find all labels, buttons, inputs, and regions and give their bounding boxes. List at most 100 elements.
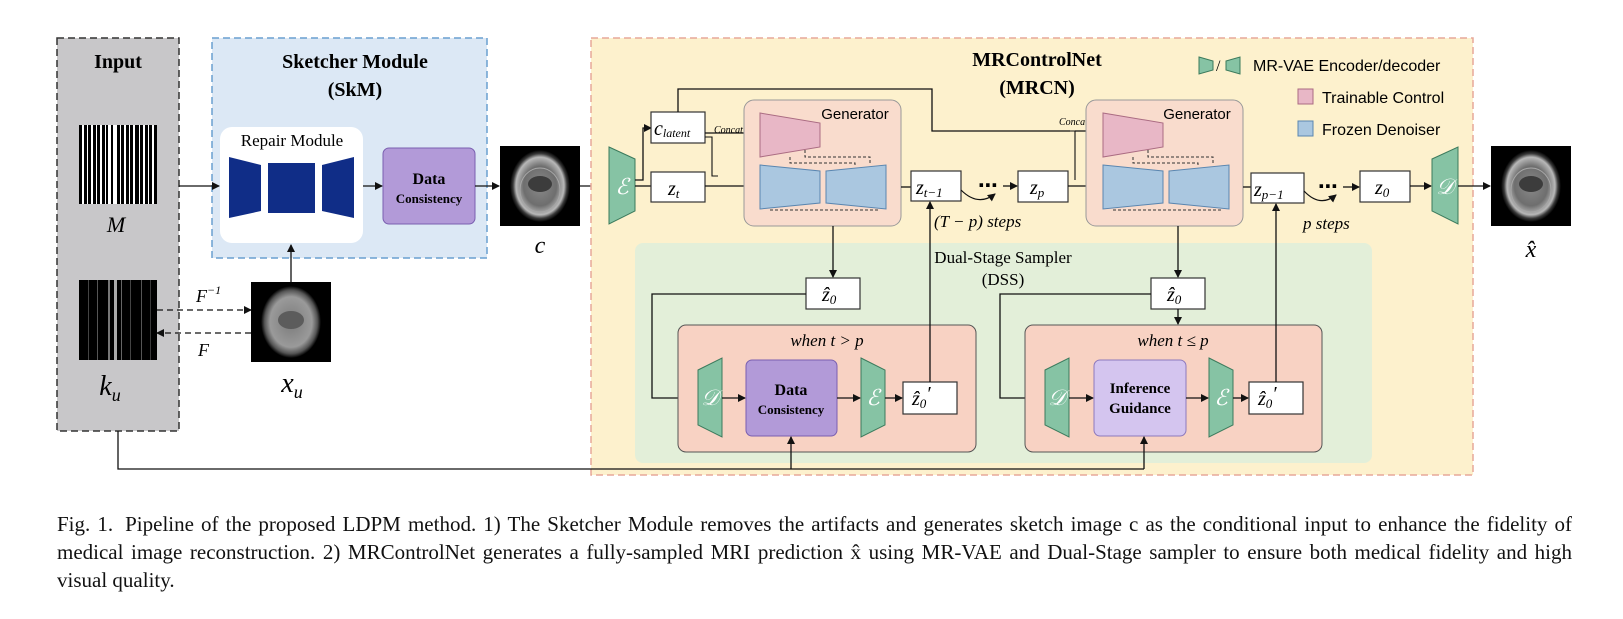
undersampled-image — [251, 282, 331, 362]
figure-caption: Fig. 1.Pipeline of the proposed LDPM met… — [57, 510, 1572, 594]
generator-2-label: Generator — [1163, 106, 1231, 123]
repair-bottleneck-shape — [268, 163, 315, 213]
z0hat1-to-stage1-arrow — [651, 293, 806, 402]
sketcher-title: Sketcher Module — [282, 51, 428, 73]
z0hat-label-2: ẑ0 — [1166, 284, 1182, 307]
stage-1-encoder-symbol: ℰ — [866, 385, 882, 410]
z0hat-prime-label-1: ẑ0′ — [911, 383, 931, 411]
legend-encoder-icon — [1198, 56, 1214, 75]
z0hat-node-1 — [805, 277, 861, 310]
concat-label-1: Concat — [714, 125, 743, 136]
z-t-label: zt — [667, 178, 680, 201]
pipeline-svg: Input M — [56, 37, 1571, 476]
s1-dc-line2: Consistency — [758, 402, 825, 417]
legend-trainable-label: Trainable Control — [1322, 90, 1444, 107]
z-0-node — [1359, 170, 1411, 203]
repair-decoder-shape — [322, 157, 354, 218]
z-0-label: z0 — [1374, 177, 1390, 200]
stage-1-decoder — [697, 357, 723, 438]
mask-label: M — [106, 212, 127, 237]
ig-line2: Guidance — [1109, 401, 1171, 417]
z-t1-label: zt−1 — [915, 177, 943, 200]
main-encoder — [608, 146, 636, 225]
z-p1-node — [1250, 172, 1305, 204]
gen2-frozen-dec — [1168, 164, 1230, 210]
steps-curve-2 — [1303, 190, 1337, 203]
clatent-route-line — [677, 88, 1070, 132]
z-p-label: zp — [1029, 177, 1045, 200]
z0hat-node-2 — [1150, 277, 1206, 310]
c-label: c — [535, 233, 546, 259]
z-p1-label: zp−1 — [1253, 179, 1284, 202]
dots-2: ⋯ — [1318, 174, 1338, 198]
kspace-label: ku — [99, 371, 120, 405]
dss-abbr: (DSS) — [982, 270, 1025, 289]
input-panel-bg — [56, 37, 180, 432]
gen1-frozen-enc — [759, 164, 821, 210]
c-latent-node — [650, 111, 706, 144]
ig-line1: Inference — [1110, 381, 1171, 397]
legend-slash: / — [1216, 58, 1221, 75]
mrcn-abbr: (MRCN) — [999, 77, 1075, 99]
gen1-trainable — [759, 112, 821, 158]
main-decoder-symbol: 𝒟 — [1436, 174, 1458, 199]
pipeline-diagram: Input M — [56, 37, 1571, 476]
legend-trainable-swatch — [1297, 88, 1314, 105]
stage-1-encoder — [860, 357, 886, 438]
s1-dc-line1: Data — [775, 382, 808, 399]
t-p-steps-label: (T − p) steps — [934, 212, 1022, 231]
z-p-node — [1017, 170, 1069, 203]
legend: / MR-VAE Encoder/decoder Trainable Contr… — [1198, 56, 1444, 139]
gen2-frozen-enc — [1102, 164, 1164, 210]
gen1-skip-1 — [789, 157, 856, 165]
output-label: x̂ — [1525, 237, 1537, 263]
main-decoder — [1431, 146, 1459, 225]
steps-curve-1 — [960, 189, 996, 202]
skm-dc-line2: Consistency — [396, 191, 463, 206]
dual-stage-sampler: Dual-Stage Sampler (DSS) ẑ0 when t > p 𝒟… — [635, 201, 1372, 463]
input-feedback-line — [117, 431, 1144, 470]
generator-1-label: Generator — [821, 106, 889, 123]
dss-title: Dual-Stage Sampler — [934, 248, 1072, 267]
fourier-label: F — [197, 340, 210, 360]
caption-body: Pipeline of the proposed LDPM method. 1)… — [57, 512, 1573, 592]
gen2-skip-1 — [1132, 157, 1199, 165]
sketch-image-c — [500, 146, 580, 226]
xu-label: xu — [280, 368, 302, 402]
sketcher-abbr: (SkM) — [328, 79, 382, 101]
input-panel: Input M — [56, 37, 180, 432]
legend-frozen-label: Frozen Denoiser — [1322, 122, 1441, 139]
inference-guidance — [1093, 359, 1187, 437]
legend-decoder-icon — [1225, 56, 1241, 75]
stage-2-decoder — [1044, 357, 1070, 438]
gen2-trainable — [1102, 112, 1164, 158]
z0hat-prime-label-2: ẑ0′ — [1257, 383, 1277, 411]
stage-1-decoder-symbol: 𝒟 — [701, 385, 723, 410]
sketcher-module: Sketcher Module (SkM) Repair Module Data… — [211, 37, 488, 259]
stage-2-decoder-symbol: 𝒟 — [1048, 385, 1070, 410]
repair-module-label: Repair Module — [241, 131, 343, 150]
stage-2-encoder — [1208, 357, 1234, 438]
p-steps-label: p steps — [1302, 214, 1350, 233]
z0hat-prime-node-2 — [1248, 381, 1304, 415]
stage-1-condition: when t > p — [790, 331, 863, 350]
legend-frozen-swatch — [1297, 120, 1314, 137]
concat-label-2: Concat — [1059, 117, 1088, 128]
c-latent-label: clatent — [654, 118, 691, 140]
z0hat2-to-stage2-arrow — [999, 293, 1151, 402]
stage-2-encoder-symbol: ℰ — [1214, 385, 1230, 410]
legend-vae-label: MR-VAE Encoder/decoder — [1253, 58, 1441, 75]
concat-join-1 — [705, 136, 718, 177]
z0hat-label-1: ẑ0 — [821, 284, 837, 307]
stage-2-condition: when t ≤ p — [1137, 331, 1208, 350]
skm-dc-line1: Data — [413, 171, 446, 188]
input-title: Input — [94, 51, 142, 73]
gen2-skip-2 — [1147, 150, 1214, 165]
mask-image — [79, 125, 157, 204]
kspace-image — [79, 280, 157, 360]
caption-lead: Fig. 1. — [57, 512, 114, 536]
main-encoder-symbol: ℰ — [615, 174, 631, 199]
gen1-skip-2 — [804, 150, 871, 165]
enc-to-clatent-arrow — [635, 124, 652, 181]
gen1-frozen-dec — [825, 164, 887, 210]
